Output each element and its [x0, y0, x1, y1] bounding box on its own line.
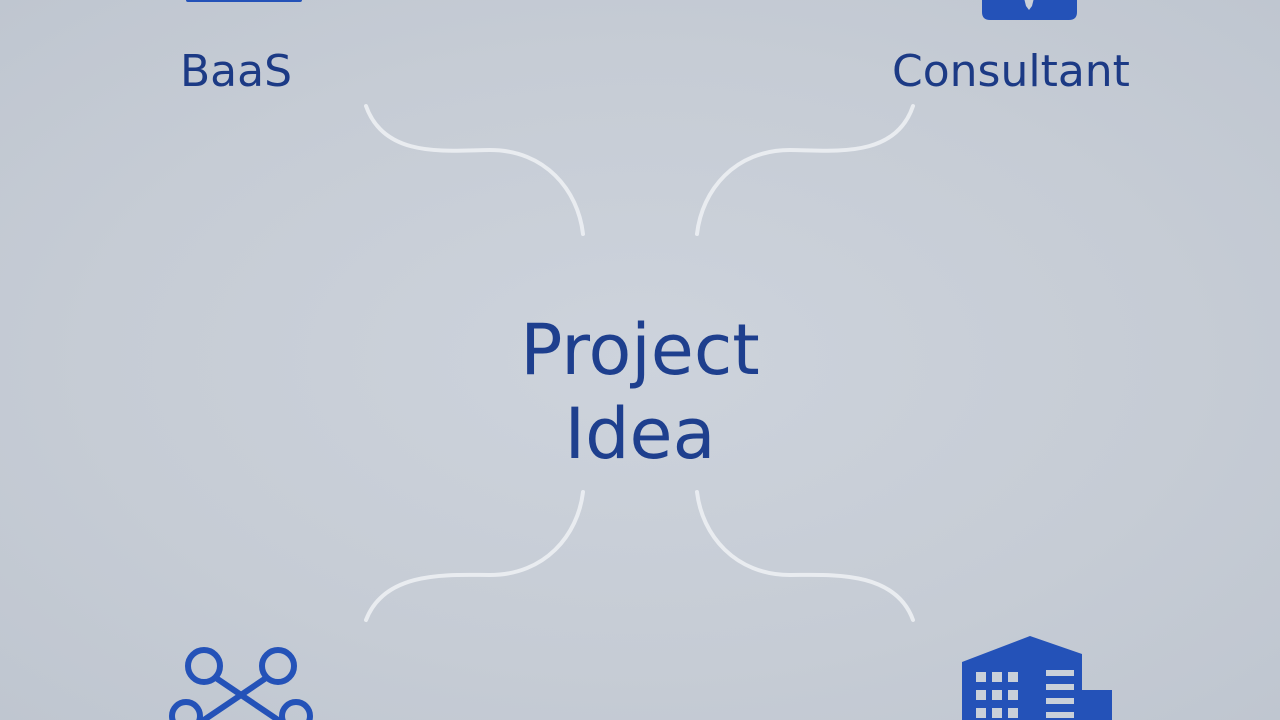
node-label-consultant: Consultant: [892, 46, 1130, 97]
consultant-person-icon: [982, 0, 1077, 20]
network-nodes-icon: [169, 647, 313, 720]
connector-bottom-left: [364, 490, 585, 622]
node-label-baas: BaaS: [180, 46, 293, 97]
office-building-icon: [962, 636, 1112, 720]
connector-top-right: [695, 104, 915, 236]
box-icon: [186, 0, 302, 2]
center-title-line-2: Idea: [564, 393, 716, 475]
center-node-title: Project Idea: [440, 308, 840, 476]
center-title-line-1: Project: [520, 309, 760, 391]
connector-top-left: [364, 104, 585, 236]
connector-bottom-right: [695, 490, 915, 622]
